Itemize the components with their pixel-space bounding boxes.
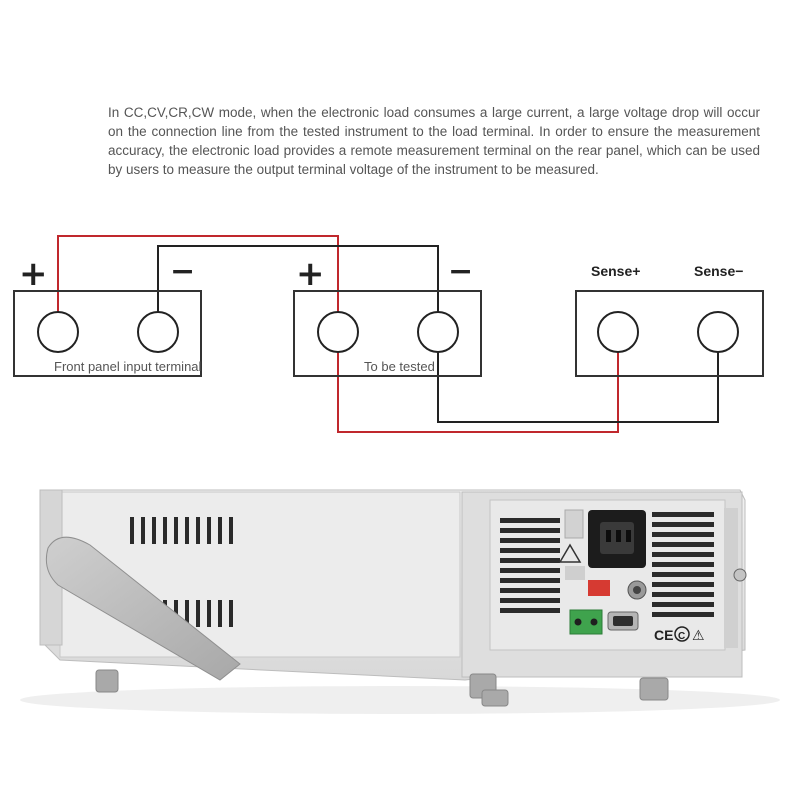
dut-label: To be tested [364, 359, 435, 374]
positive-sense-wire [337, 330, 619, 433]
svg-text:C: C [678, 631, 685, 642]
negative-wire-front [157, 245, 439, 330]
dut-plus-terminal [317, 311, 359, 353]
front-panel-terminal-box: Front panel input terminal + − [13, 254, 202, 377]
power-inlet [588, 510, 646, 568]
serial-port [607, 611, 639, 631]
front-minus-sign: − [170, 254, 195, 289]
positive-wire-front [57, 235, 339, 330]
svg-text:⚠: ⚠ [692, 627, 705, 643]
sense-plus-terminal [597, 311, 639, 353]
rear-sense-terminal-box: Sense+ Sense− [575, 263, 764, 377]
rear-grille-right [652, 512, 714, 617]
rear-labels [558, 509, 585, 580]
front-minus-terminal [137, 311, 179, 353]
electronic-load-photo: CE C ⚠ [20, 489, 780, 714]
certification-marks: CE C ⚠ [654, 626, 705, 643]
rear-grille-left [500, 518, 560, 613]
ground-screw [733, 568, 747, 582]
dut-plus-sign: + [296, 254, 325, 294]
dut-terminal-box: To be tested + − [293, 254, 482, 377]
sense-minus-label: Sense− [694, 263, 743, 279]
description-text: In CC,CV,CR,CW mode, when the electronic… [108, 105, 760, 177]
dut-minus-sign: − [448, 254, 473, 289]
sense-minus-terminal [697, 311, 739, 353]
front-plus-terminal [37, 311, 79, 353]
carry-handle [45, 536, 241, 681]
bnc-connector [627, 580, 647, 600]
front-plus-sign: + [19, 254, 48, 294]
front-panel-label: Front panel input terminal [54, 359, 202, 374]
svg-text:CE: CE [654, 627, 673, 643]
dip-switch [588, 580, 610, 596]
device-feet [95, 669, 669, 707]
sense-plus-label: Sense+ [591, 263, 640, 279]
dut-minus-terminal [417, 311, 459, 353]
sense-terminal-block [569, 609, 603, 635]
